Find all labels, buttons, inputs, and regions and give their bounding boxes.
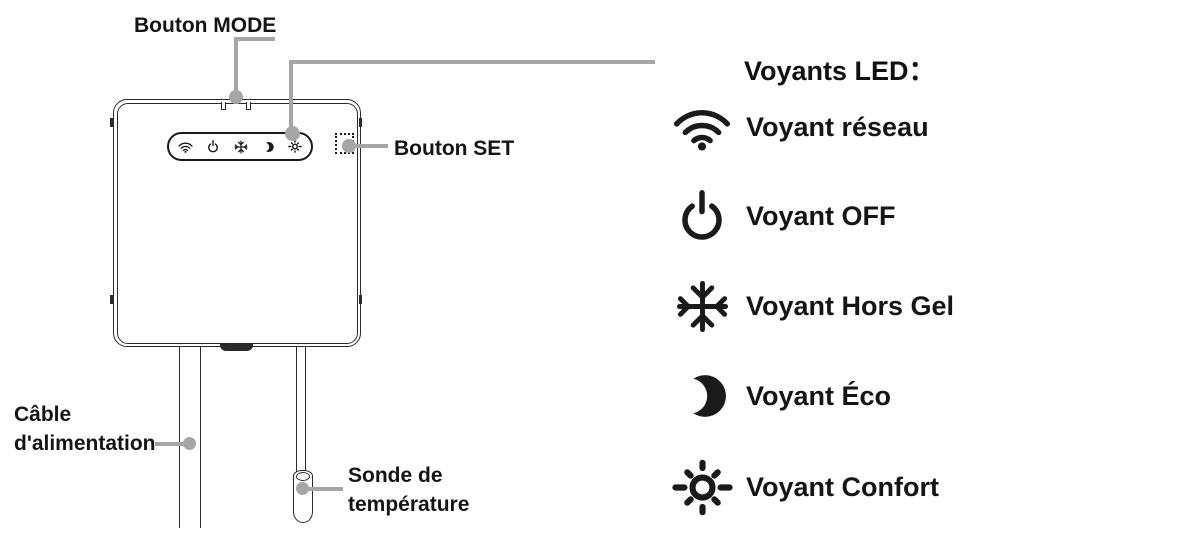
power-cable-label: Câble d'alimentation bbox=[14, 400, 156, 458]
top-notch-left bbox=[221, 102, 226, 110]
mode-leader-line-v bbox=[234, 37, 238, 95]
legend-item-off: Voyant OFF bbox=[662, 183, 896, 249]
sun-icon bbox=[662, 459, 742, 516]
legend-item-label: Voyant Confort bbox=[746, 471, 939, 502]
legend-item-eco: Voyant Éco bbox=[662, 363, 891, 429]
side-clip-left-bottom bbox=[110, 295, 113, 304]
set-leader-line bbox=[351, 144, 388, 148]
power-cable bbox=[179, 347, 201, 528]
sun-icon bbox=[288, 140, 302, 153]
led-leader-line-h bbox=[289, 60, 655, 64]
legend-title: Voyants LED： bbox=[744, 56, 936, 86]
side-clip-right-bottom bbox=[359, 295, 362, 304]
led-leader-dot bbox=[285, 126, 300, 141]
legend-item-label: Voyant OFF bbox=[746, 200, 896, 231]
legend-item-label: Voyant Hors Gel bbox=[746, 290, 955, 321]
legend-item-label: Voyant réseau bbox=[746, 111, 929, 142]
legend-item-label: Voyant Éco bbox=[746, 380, 892, 411]
legend-item-confort: Voyant Confort bbox=[662, 454, 939, 520]
power-icon bbox=[662, 190, 742, 242]
set-button-label: Bouton SET bbox=[394, 137, 515, 160]
side-clip-right-top bbox=[359, 118, 362, 127]
led-leader-line-v bbox=[289, 60, 293, 133]
wifi-icon bbox=[662, 104, 742, 151]
temperature-probe-rim bbox=[296, 472, 310, 481]
probe-wire bbox=[296, 347, 306, 472]
side-clip-left-top bbox=[110, 118, 113, 127]
temp-probe-label: Sonde de température bbox=[348, 461, 469, 519]
bottom-tab bbox=[220, 344, 253, 351]
set-leader-dot bbox=[342, 139, 356, 153]
probe-leader-line bbox=[305, 487, 343, 491]
cable-leader-line bbox=[155, 442, 186, 446]
top-notch-right bbox=[246, 102, 251, 110]
moon-icon bbox=[662, 370, 742, 422]
temp-probe-label-line1: Sonde de bbox=[348, 464, 443, 487]
power-cable-label-line1: Câble bbox=[14, 403, 72, 426]
mode-leader-line-h bbox=[234, 37, 275, 41]
snowflake-icon bbox=[662, 279, 742, 334]
legend-item-hors-gel: Voyant Hors Gel bbox=[662, 273, 954, 339]
legend-item-network: Voyant réseau bbox=[662, 94, 929, 160]
snowflake-icon bbox=[234, 140, 248, 154]
power-cable-label-line2: d'alimentation bbox=[14, 432, 156, 455]
mode-leader-dot bbox=[229, 90, 243, 104]
power-icon bbox=[207, 140, 219, 153]
temp-probe-label-line2: température bbox=[348, 493, 470, 516]
moon-icon bbox=[262, 141, 274, 153]
wifi-icon bbox=[178, 141, 193, 153]
probe-leader-dot bbox=[296, 482, 309, 495]
mode-button-label: Bouton MODE bbox=[134, 14, 277, 37]
cable-leader-dot bbox=[183, 437, 196, 450]
